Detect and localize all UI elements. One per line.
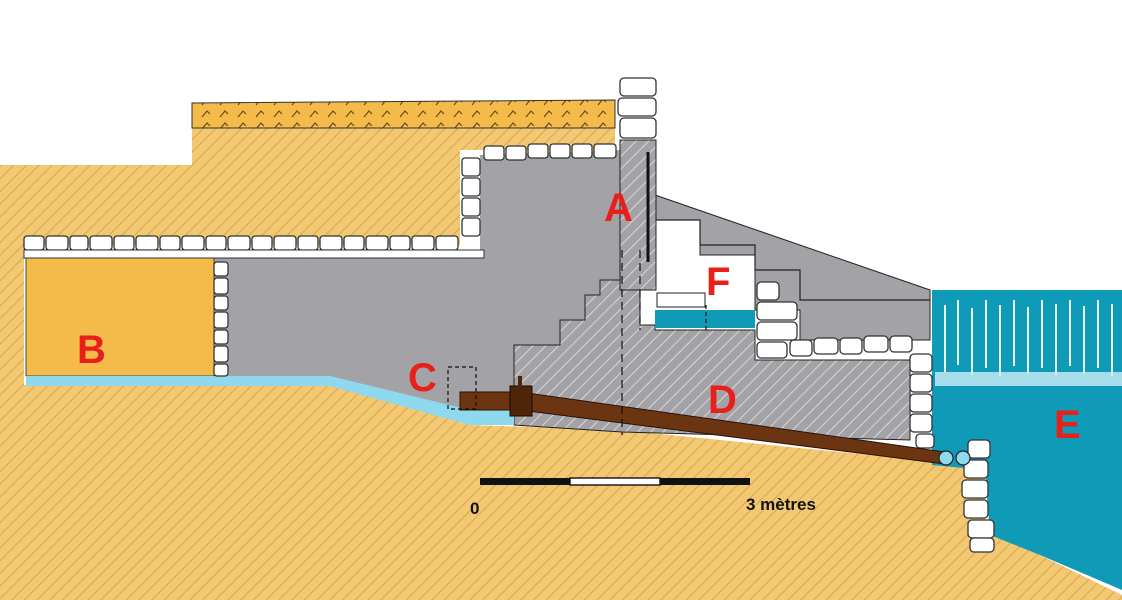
fill-block-b bbox=[25, 257, 215, 377]
basin-foam bbox=[935, 372, 1122, 386]
stone-course-lower bbox=[23, 235, 459, 251]
label-d: D bbox=[708, 378, 737, 422]
topsoil-layer bbox=[191, 99, 616, 129]
f-block bbox=[656, 292, 706, 308]
soil-ground bbox=[0, 258, 1122, 600]
label-e: E bbox=[1054, 403, 1081, 447]
waterfall-streaks bbox=[944, 300, 1113, 376]
basin-water bbox=[932, 290, 1122, 590]
valve-body bbox=[509, 385, 533, 417]
pipe-end-2 bbox=[955, 450, 971, 466]
masonry-body bbox=[214, 150, 620, 425]
label-b: B bbox=[77, 328, 106, 372]
gate-post bbox=[619, 139, 657, 291]
soil-mass bbox=[0, 100, 615, 258]
ledge-line bbox=[23, 249, 485, 259]
stone-course-upper bbox=[461, 143, 617, 237]
masonry-steps-outline bbox=[655, 219, 930, 301]
f-water bbox=[655, 310, 755, 328]
pipe-end-1 bbox=[938, 450, 954, 466]
intake-box bbox=[447, 366, 477, 410]
scale-start-label: 0 bbox=[470, 499, 480, 518]
valve-stem bbox=[518, 376, 522, 388]
scale-end-label: 3 mètres bbox=[746, 495, 816, 514]
channel-water-wide bbox=[214, 376, 514, 425]
label-f: F bbox=[706, 260, 731, 304]
scale-bar bbox=[480, 477, 750, 486]
stone-pillar bbox=[617, 77, 657, 139]
stone-column-b bbox=[213, 261, 229, 377]
label-a: A bbox=[604, 186, 633, 230]
label-c: C bbox=[408, 356, 437, 400]
stone-wall-d bbox=[756, 281, 995, 553]
